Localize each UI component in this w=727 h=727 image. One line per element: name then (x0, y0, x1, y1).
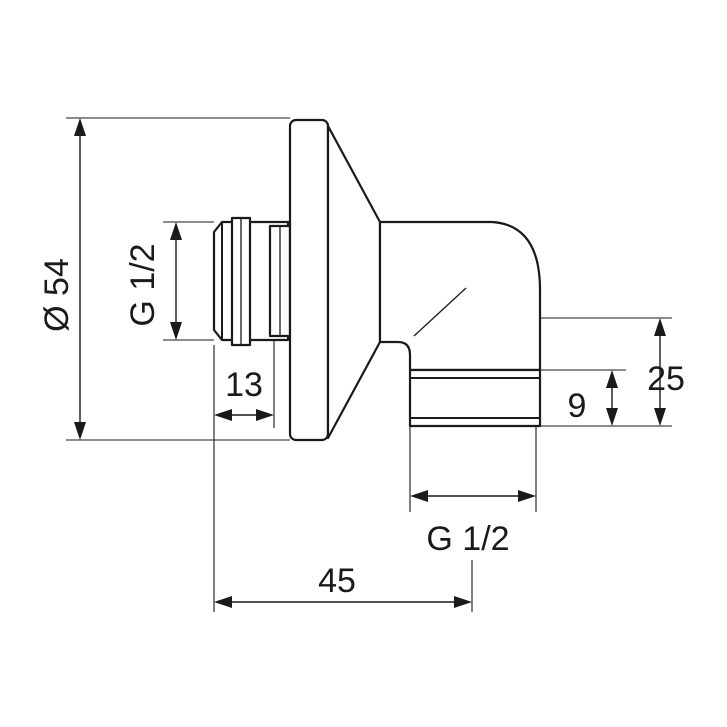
wall-connector-part (212, 118, 542, 442)
conical-body (326, 124, 382, 440)
label-overall-depth: 45 (318, 562, 356, 600)
outlet-thread-body (408, 368, 542, 428)
arrow-45-right (454, 596, 472, 608)
label-outlet-thread-height: 9 (568, 387, 587, 425)
arrow-flange-bottom (74, 422, 86, 440)
label-outlet-thread: G 1/2 (426, 520, 509, 558)
label-thread-length: 13 (225, 366, 263, 404)
flange-plate (288, 118, 330, 442)
elbow-body (378, 220, 542, 372)
elbow-highlight (413, 287, 467, 337)
arrow-inlet-top (170, 222, 182, 240)
arrow-13-right (256, 409, 274, 421)
extension-lines (66, 117, 672, 612)
dimension-lines (74, 118, 666, 608)
label-outlet-height: 25 (647, 360, 685, 398)
label-flange-diameter: Ø 54 (38, 258, 76, 332)
arrow-9-bottom (606, 408, 618, 426)
arrow-outlet-left (410, 490, 428, 502)
label-inlet-thread: G 1/2 (124, 243, 162, 326)
arrow-45-left (214, 596, 232, 608)
dimension-labels: Ø 54 G 1/2 13 45 G 1/2 25 9 (38, 243, 685, 600)
arrow-25-top (654, 318, 666, 336)
arrow-13-left (214, 409, 232, 421)
arrow-inlet-bottom (170, 322, 182, 340)
arrow-9-top (606, 370, 618, 388)
arrow-outlet-right (518, 490, 536, 502)
arrow-25-bottom (654, 408, 666, 426)
arrow-flange-top (74, 118, 86, 136)
